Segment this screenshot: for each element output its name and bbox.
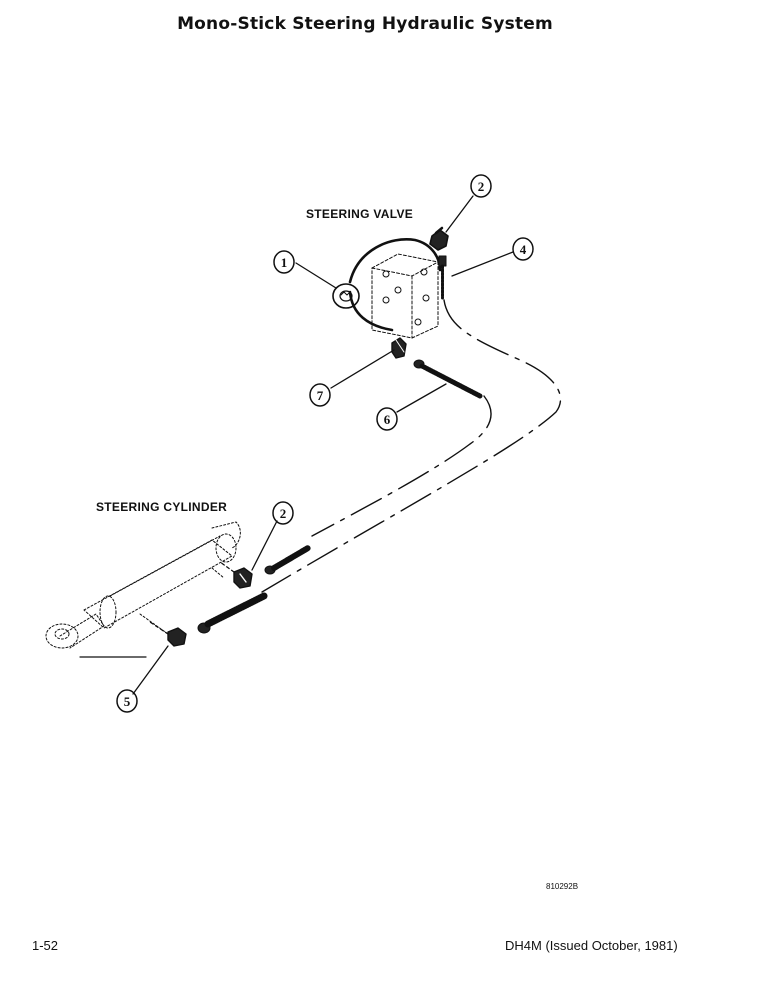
figure-code: 810292B: [546, 882, 579, 891]
callout-7-number: 7: [317, 388, 324, 403]
callout-5-number: 5: [124, 694, 131, 709]
steering-valve: [332, 238, 442, 339]
elbow-fitting-7: [391, 337, 407, 359]
callout-1: 1: [273, 250, 295, 274]
hose-lower: [197, 592, 268, 634]
tee-fitting-5: [167, 627, 187, 647]
leader-lines: [132, 195, 514, 695]
hose-6: [413, 359, 483, 399]
callout-2-valve: 2: [470, 174, 492, 198]
elbow-fitting-valve: [429, 226, 449, 251]
hose-upper: [264, 545, 311, 575]
hydraulic-lines: [261, 299, 562, 593]
callout-7: 7: [309, 383, 331, 407]
callout-2-cylinder-number: 2: [280, 506, 287, 521]
page-title: Mono-Stick Steering Hydraulic System: [177, 14, 553, 34]
publication-info: DH4M (Issued October, 1981): [505, 938, 678, 953]
steering-cylinder: [45, 521, 241, 649]
callout-4-number: 4: [520, 242, 527, 257]
callout-6: 6: [376, 407, 398, 431]
page-number: 1-52: [32, 938, 59, 953]
callout-6-number: 6: [384, 412, 391, 427]
steering-cylinder-label: STEERING CYLINDER: [96, 500, 228, 514]
straight-fitting-4: [438, 255, 447, 300]
callout-2-cylinder: 2: [272, 501, 294, 525]
callouts: 1 2 4 7 6 2 5: [116, 174, 534, 713]
callout-1-number: 1: [281, 255, 288, 270]
callout-4: 4: [512, 237, 534, 261]
steering-valve-label: STEERING VALVE: [306, 207, 414, 221]
callout-2-valve-number: 2: [478, 179, 485, 194]
elbow-fitting-cylinder: [233, 567, 253, 589]
callout-5: 5: [116, 689, 138, 713]
